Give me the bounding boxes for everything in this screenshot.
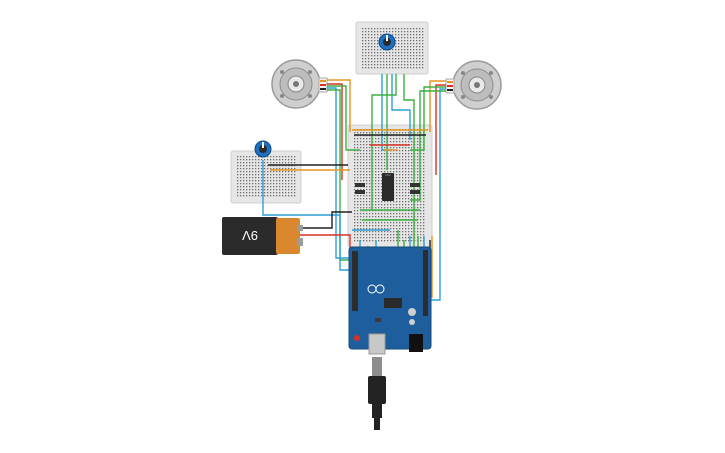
motor-driver-chip[interactable] <box>382 173 394 201</box>
servo-motor-left[interactable] <box>271 59 328 109</box>
battery-label: 9V <box>242 228 258 243</box>
breadboard-holes <box>362 28 424 69</box>
potentiometer-top[interactable] <box>378 33 396 51</box>
servo-motor-right[interactable] <box>445 60 502 110</box>
breadboard-left[interactable] <box>230 150 302 204</box>
capacitor-left <box>355 183 365 194</box>
potentiometer-left[interactable] <box>254 140 272 158</box>
breadboard-holes <box>237 156 296 197</box>
battery-9v[interactable]: 9V <box>222 217 303 255</box>
usb-cable <box>368 357 386 430</box>
arduino-uno[interactable] <box>348 246 432 355</box>
capacitor-right <box>410 183 420 194</box>
